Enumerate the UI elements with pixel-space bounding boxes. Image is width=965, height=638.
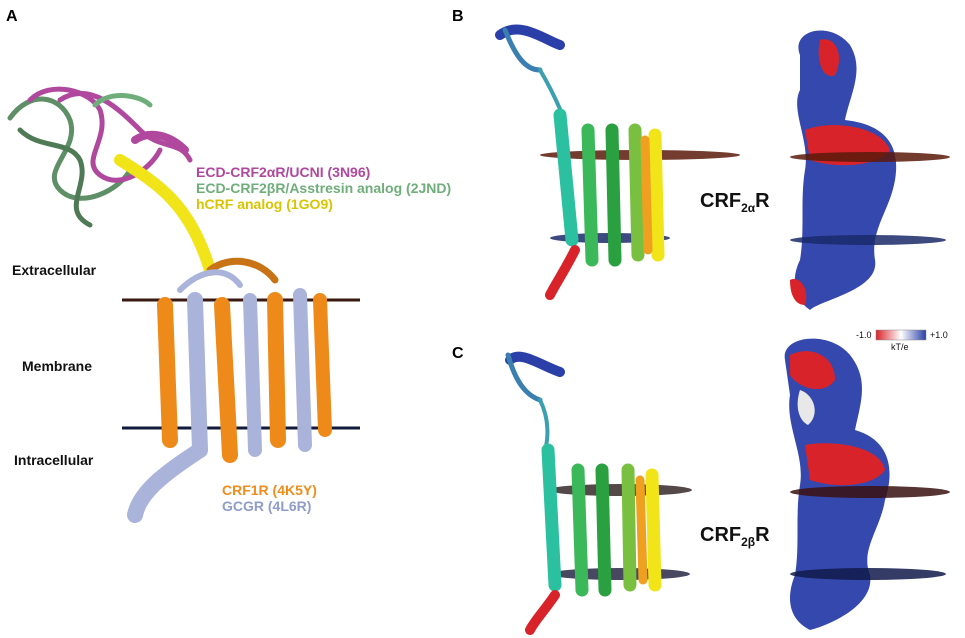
crf2b-receptor-label: CRF2βR [700, 524, 770, 549]
crf2a-main: CRF [700, 190, 742, 212]
panel-c-surface [784, 338, 950, 630]
crf2a-sub: 2α [741, 201, 756, 215]
legend-bottom: CRF1R (4K5Y) GCGR (4L6R) [222, 482, 317, 514]
crf2b-main: CRF [700, 524, 742, 546]
scale-unit: kT/e [891, 342, 909, 352]
panel-b-surface [790, 30, 950, 310]
crf2b-sub: 2β [741, 535, 756, 549]
intracellular-helix [127, 442, 208, 523]
potential-scale-bar [875, 329, 927, 341]
legend-gcgr: GCGR (4L6R) [222, 498, 312, 514]
membrane-label: Membrane [22, 358, 93, 374]
scale-min: -1.0 [856, 330, 872, 340]
panel-a-label: A [6, 8, 18, 25]
legend-ecd-crf2b: ECD-CRF2βR/Asstresin analog (2JND) [196, 180, 452, 196]
hcrf-helix [114, 154, 216, 276]
crf2a-receptor-label: CRF2αR [700, 190, 770, 215]
crf2a-tail: R [755, 190, 770, 212]
tm-bundle [157, 257, 332, 463]
ecd-domain [7, 86, 193, 228]
panel-b-cartoon [495, 24, 740, 300]
intracellular-label: Intracellular [14, 452, 94, 468]
panel-b-label: B [452, 8, 464, 25]
legend-hcrf: hCRF analog (1GO9) [196, 196, 333, 212]
legend-ecd-crf2a: ECD-CRF2αR/UCNI (3N96) [196, 164, 371, 180]
scale-max: +1.0 [930, 330, 948, 340]
legend-crf1r: CRF1R (4K5Y) [222, 482, 317, 498]
crf2b-tail: R [755, 524, 770, 546]
extracellular-label: Extracellular [12, 262, 97, 278]
legend-top: ECD-CRF2αR/UCNI (3N96) ECD-CRF2βR/Asstre… [196, 164, 451, 212]
panel-c-label: C [452, 345, 464, 362]
panel-c-cartoon [505, 351, 692, 635]
